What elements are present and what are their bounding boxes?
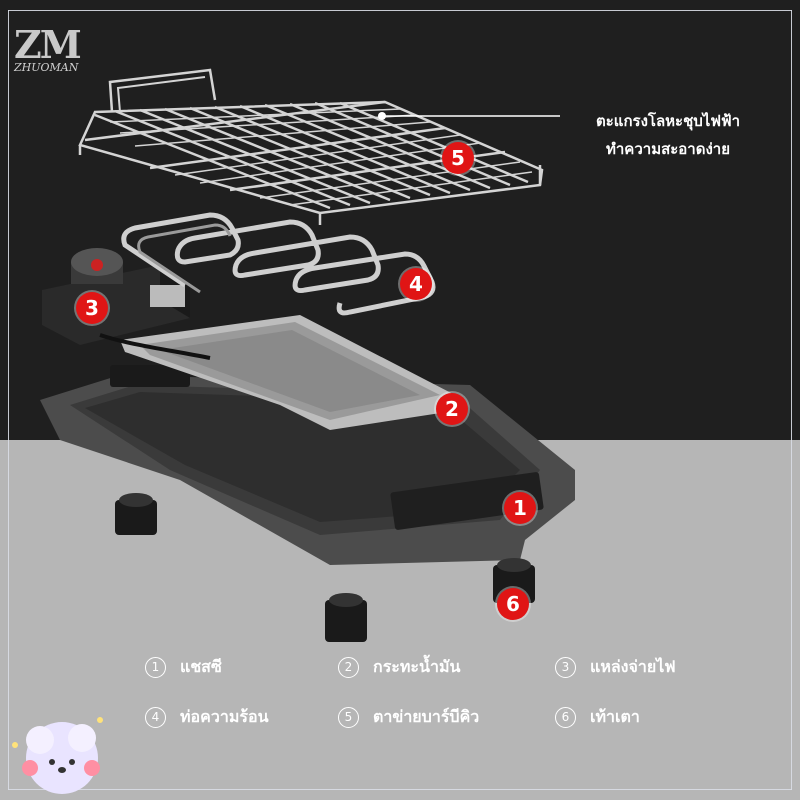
legend-num: 6 [555, 707, 576, 728]
legend-item-4: 4 ท่อความร้อน [145, 705, 269, 730]
legend-label: แหล่งจ่ายไฟ [590, 657, 676, 676]
legend-item-6: 6 เท้าเตา [555, 705, 640, 730]
oil-pan [120, 315, 460, 430]
legend-num: 1 [145, 657, 166, 678]
legend-label: ตาข่ายบาร์บีคิว [373, 707, 480, 726]
badge-1: 1 [504, 492, 536, 524]
brand-sub: ZHUOMAN [14, 61, 79, 74]
brand-logo: ZM ZHUOMAN [14, 22, 104, 82]
mascot-icon [12, 717, 103, 794]
heating-tube [121, 212, 436, 316]
legend-item-2: 2 กระทะน้ำมัน [338, 655, 460, 680]
legend-item-3: 3 แหล่งจ่ายไฟ [555, 655, 676, 680]
callout-line-2: ทำความสะอาดง่าย [606, 140, 730, 158]
badge-6: 6 [497, 588, 529, 620]
legend-num: 2 [338, 657, 359, 678]
chassis [40, 365, 575, 565]
legend-label: กระทะน้ำมัน [373, 657, 461, 676]
frame-top [8, 10, 792, 11]
frame-left [8, 10, 9, 790]
badge-3: 3 [76, 292, 108, 324]
legend-item-1: 1 แชสซี [145, 655, 222, 680]
frame-bottom [8, 789, 792, 790]
badge-4: 4 [400, 268, 432, 300]
legend-num: 4 [145, 707, 166, 728]
badge-5: 5 [442, 142, 474, 174]
power-unit [42, 248, 211, 360]
legend-num: 3 [555, 657, 576, 678]
brand-mark: ZM [14, 22, 82, 67]
legend-label: แชสซี [180, 657, 222, 676]
legend-label: ท่อความร้อน [180, 707, 269, 726]
legend-label: เท้าเตา [590, 707, 640, 726]
legend-item-5: 5 ตาข่ายบาร์บีคิว [338, 705, 479, 730]
frame-right [791, 10, 792, 790]
grill-rack-callout: ตะแกรงโลหะชุบไฟฟ้า ทำความสะอาดง่าย [568, 107, 768, 163]
legend-num: 5 [338, 707, 359, 728]
callout-line-1: ตะแกรงโลหะชุบไฟฟ้า [595, 112, 741, 130]
grill-rack [78, 68, 560, 225]
badge-2: 2 [436, 393, 468, 425]
